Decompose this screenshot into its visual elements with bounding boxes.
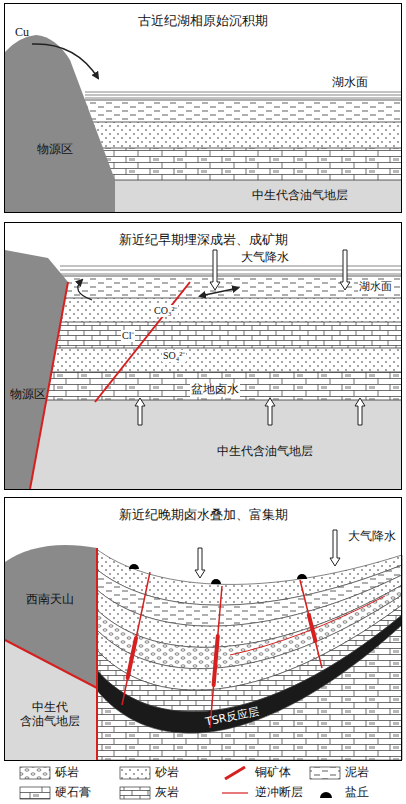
lake-surface-label: 湖水面 bbox=[358, 281, 393, 294]
copper-bodies bbox=[128, 638, 136, 678]
source-block bbox=[30, 282, 68, 489]
legend-swatches bbox=[222, 792, 248, 793]
copper-bodies bbox=[309, 615, 316, 641]
panel-2-strata bbox=[5, 400, 402, 489]
panel-2-strata bbox=[60, 266, 402, 274]
strata-label: 中生代含油气地层 bbox=[252, 189, 348, 203]
panel-frame: 古近纪湖相原始沉积期 bbox=[4, 3, 402, 213]
salt-domes bbox=[297, 574, 307, 579]
legend-text: 逆冲断层 bbox=[255, 786, 303, 800]
legend-text: 铜矿体 bbox=[255, 766, 291, 780]
source-mountain bbox=[32, 44, 98, 78]
brine-label: 盆地卤水 bbox=[190, 383, 240, 397]
rain-arrows bbox=[195, 548, 205, 578]
panel-1-strata bbox=[85, 92, 402, 98]
strata-label: 中生代 含油气地层 bbox=[18, 701, 82, 729]
rain-arrows bbox=[330, 530, 340, 566]
thrust-faults bbox=[300, 580, 322, 668]
tianshan-block bbox=[5, 640, 97, 760]
panel-title: 新近纪早期埋深成岩、成矿期 bbox=[5, 231, 401, 249]
element-label: Cu bbox=[15, 26, 29, 40]
salt-domes bbox=[129, 564, 139, 569]
legend-swatches bbox=[225, 767, 245, 779]
panel-2-strata bbox=[5, 348, 402, 372]
rain-label: 大气降水 bbox=[348, 530, 396, 544]
salt-domes bbox=[129, 564, 307, 584]
water-arrows bbox=[135, 250, 365, 425]
legend-swatches bbox=[120, 767, 150, 779]
region-label: 物源区 bbox=[37, 143, 73, 157]
panel-title: 新近纪晚期卤水叠加、富集期 bbox=[5, 506, 401, 524]
water-arrows bbox=[210, 250, 220, 290]
source-mountain bbox=[5, 35, 115, 212]
thrust-faults bbox=[230, 596, 385, 655]
legend-swatches bbox=[320, 792, 332, 798]
tianshan-block bbox=[5, 545, 97, 760]
legend-swatches bbox=[120, 787, 150, 799]
salt-domes bbox=[211, 579, 221, 584]
folded-strata bbox=[95, 548, 402, 760]
legend-text: 盐丘 bbox=[345, 786, 369, 800]
fault-and-flow bbox=[95, 282, 190, 402]
legend-text: 硬石膏 bbox=[55, 786, 91, 800]
legend-swatches bbox=[20, 787, 50, 799]
legend-text: 砾岩 bbox=[55, 766, 79, 780]
water-arrows bbox=[355, 398, 365, 425]
ion-label: SO₄²⁻ bbox=[162, 350, 186, 362]
ion-label: CO₃²⁻ bbox=[153, 305, 178, 317]
tianshan-block bbox=[5, 548, 97, 760]
source-mountain bbox=[5, 35, 115, 212]
source-block bbox=[5, 250, 68, 489]
panel-frame: 新近纪早期埋深成岩、成矿期 bbox=[4, 222, 402, 490]
legend-swatches bbox=[20, 767, 50, 779]
thrust-faults bbox=[122, 572, 385, 728]
fault-and-flow bbox=[78, 280, 92, 300]
region-label: 物源区 bbox=[10, 388, 46, 402]
copper-bodies bbox=[128, 615, 316, 685]
copper-bodies bbox=[214, 636, 218, 685]
region-label: 西南天山 bbox=[26, 593, 74, 607]
panel-title: 古近纪湖相原始沉积期 bbox=[5, 12, 401, 30]
folded-strata bbox=[95, 625, 402, 760]
source-block bbox=[5, 250, 68, 489]
legend-text: 泥岩 bbox=[345, 766, 369, 780]
ion-label: Cl⁻ bbox=[121, 330, 135, 342]
panel-2-strata bbox=[5, 266, 402, 489]
thrust-faults bbox=[210, 586, 222, 728]
legend-text: 灰岩 bbox=[155, 786, 179, 800]
thrust-faults bbox=[122, 572, 150, 705]
water-arrows bbox=[340, 250, 350, 290]
panel-2-strata bbox=[5, 322, 402, 348]
strata-label: 中生代含油气地层 bbox=[217, 445, 313, 459]
lake-surface-label: 湖水面 bbox=[332, 76, 368, 90]
water-arrows bbox=[135, 398, 145, 425]
rain-arrows bbox=[195, 530, 340, 578]
fault-and-flow bbox=[200, 288, 238, 296]
water-arrows bbox=[265, 398, 275, 425]
legend-text: 砂岩 bbox=[155, 766, 179, 780]
panel-2-strata bbox=[5, 372, 402, 400]
legend-swatches bbox=[310, 767, 340, 779]
rain-label: 大气降水 bbox=[241, 251, 289, 265]
legend-swatches bbox=[20, 767, 340, 799]
